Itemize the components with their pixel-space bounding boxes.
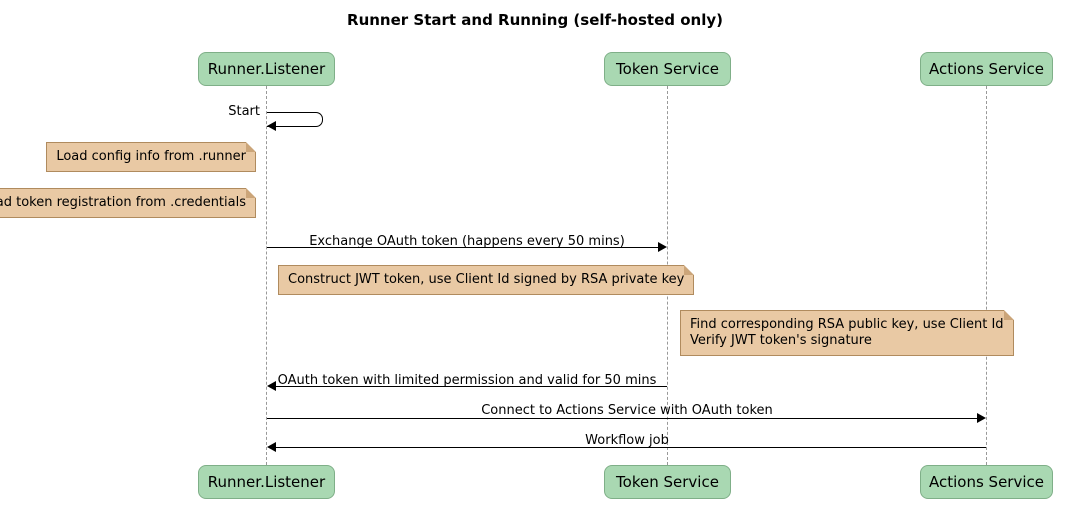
message-oauth-return-line [276,386,667,387]
participant-label: Actions Service [929,473,1044,491]
participant-label: Token Service [616,473,719,491]
arrowhead-left-icon [267,381,276,391]
participant-actions-service-bottom: Actions Service [920,465,1053,499]
note-text: Construct JWT token, use Client Id signe… [288,272,685,287]
diagram-title: Runner Start and Running (self-hosted on… [347,11,723,29]
message-start-self-loop [267,112,323,127]
message-exchange-oauth-line [267,247,658,248]
message-connect-label: Connect to Actions Service with OAuth to… [481,403,773,418]
participant-label: Actions Service [929,60,1044,78]
note-load-token-registration: Load token registration from .credential… [0,188,257,218]
lifeline-runner-listener [266,86,267,465]
participant-token-service-bottom: Token Service [604,465,731,499]
participant-runner-listener-top: Runner.Listener [198,52,335,86]
participant-actions-service-top: Actions Service [920,52,1053,86]
note-load-config: Load config info from .runner [46,142,256,172]
message-workflow-job-line [276,447,986,448]
note-text-line1: Find corresponding RSA public key, use C… [690,317,1004,332]
arrowhead-left-icon [267,121,276,131]
arrowhead-left-icon [267,442,276,452]
participant-label: Runner.Listener [207,473,326,491]
note-construct-jwt: Construct JWT token, use Client Id signe… [278,265,695,295]
message-oauth-return-label: OAuth token with limited permission and … [277,373,657,388]
arrowhead-right-icon [658,242,667,252]
message-start-label: Start [228,104,260,119]
note-verify-jwt: Find corresponding RSA public key, use C… [680,310,1014,356]
participant-runner-listener-bottom: Runner.Listener [198,465,335,499]
message-workflow-job-label: Workflow job [585,433,669,448]
note-text: Load config info from .runner [56,149,246,164]
participant-label: Token Service [616,60,719,78]
participant-token-service-top: Token Service [604,52,731,86]
note-text: Load token registration from .credential… [0,195,246,210]
message-exchange-oauth-label: Exchange OAuth token (happens every 50 m… [309,234,625,249]
note-text-line2: Verify JWT token's signature [690,333,872,348]
arrowhead-right-icon [977,413,986,423]
lifeline-actions-service [986,86,987,465]
participant-label: Runner.Listener [207,60,326,78]
message-connect-line [267,418,977,419]
